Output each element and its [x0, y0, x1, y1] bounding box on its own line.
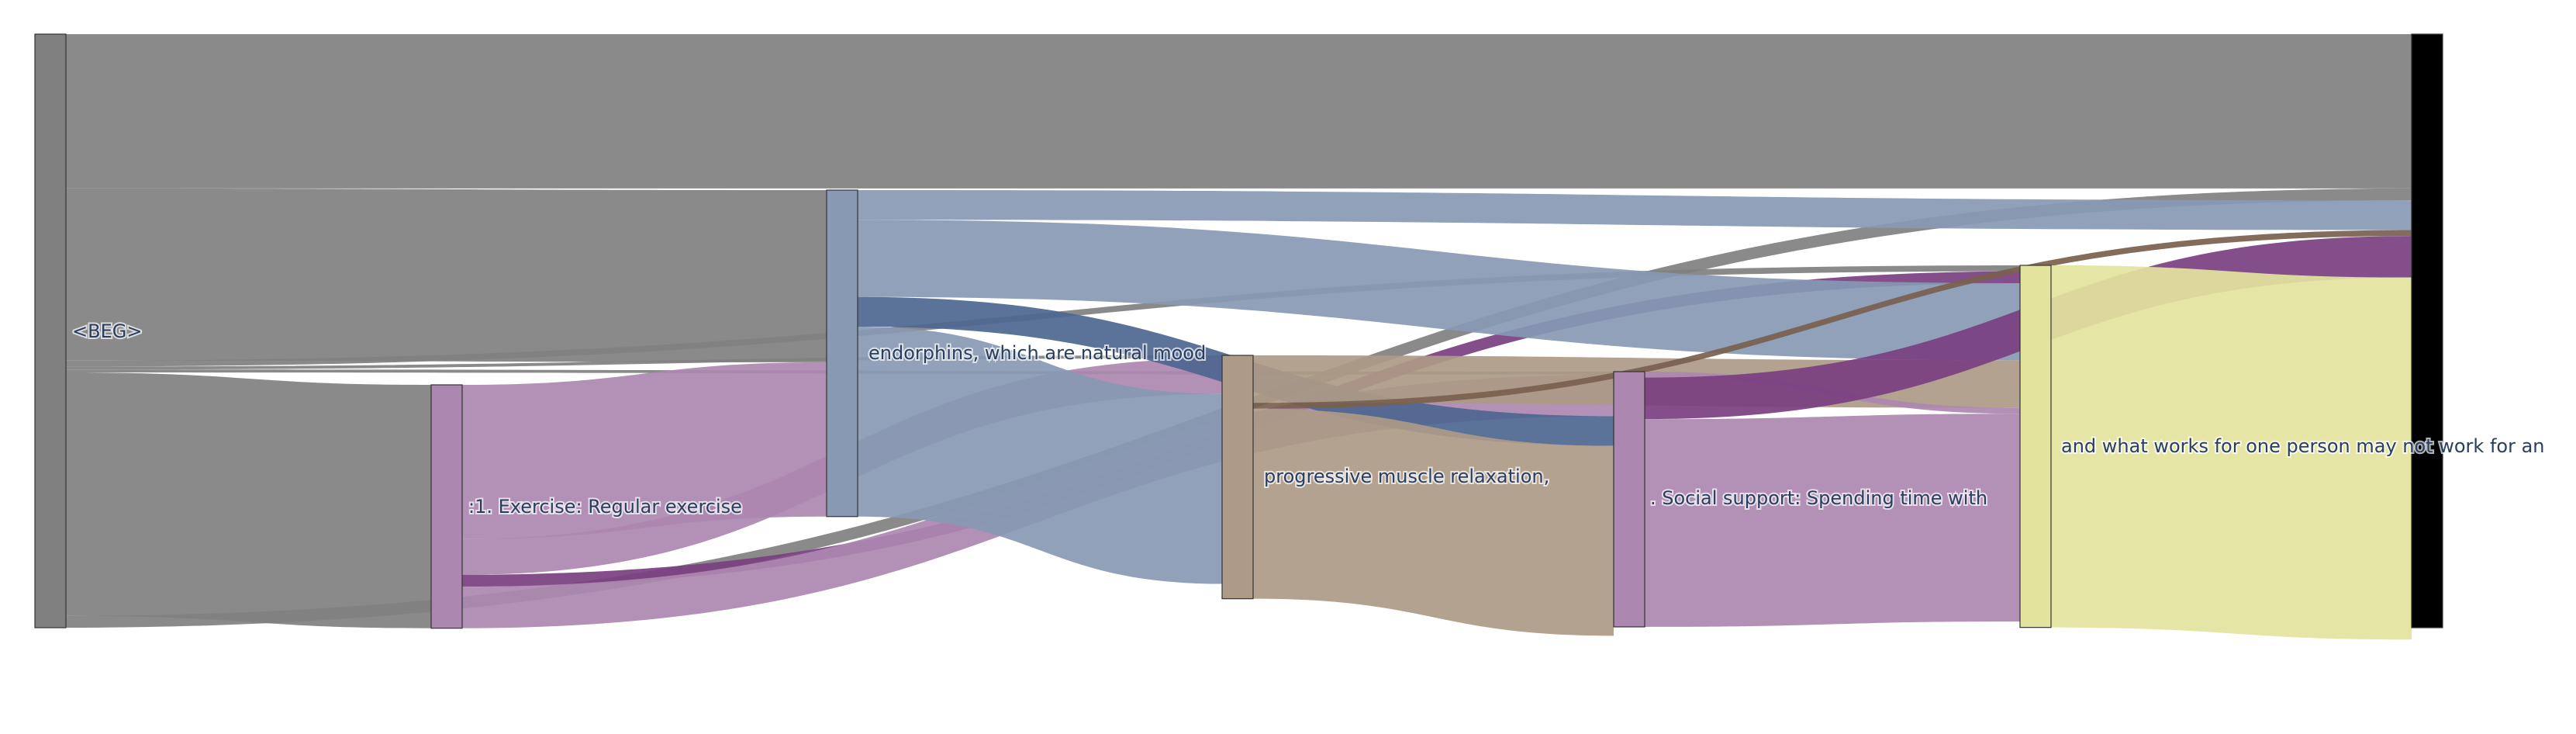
sankey-links: [66, 34, 2412, 640]
node-exercise: [430, 384, 463, 629]
sankey-labels: <BEG> :1. Exercise: Regular exercise endor…: [71, 319, 2547, 519]
link-endorphins-to-works-12: [858, 220, 2020, 361]
link-pmr-to-end-16: [1253, 230, 2412, 409]
link-works-to-end-21: [2051, 265, 2412, 640]
node-end: [2411, 33, 2443, 628]
link-pmr-to-social-17: [1253, 408, 1614, 636]
link-beg-to-endorphins-1: [66, 188, 827, 362]
node-endorphins: [826, 189, 858, 518]
node-beg: [34, 33, 67, 628]
node-label-beg: <BEG>: [72, 320, 142, 342]
node-social: [1613, 371, 1645, 628]
sankey-nodes: [34, 33, 2443, 629]
link-endorphins-to-pmr-14: [858, 326, 1222, 584]
node-label-social: . Social support: Spending time with: [1650, 487, 1987, 509]
link-beg-to-exercise-5: [66, 372, 431, 628]
link-exercise-to-endorphins-7: [462, 362, 827, 539]
node-works: [2019, 265, 2052, 628]
node-label-pmr: progressive muscle relaxation,: [1264, 466, 1549, 487]
link-beg-to-end-0: [66, 34, 2412, 189]
node-label-endorphins: endorphins, which are natural mood: [868, 342, 1206, 364]
node-label-works: and what works for one person may not wo…: [2061, 435, 2545, 457]
node-pmr: [1221, 355, 1254, 600]
link-endorphins-to-end-11: [858, 190, 2412, 230]
node-label-exercise: :1. Exercise: Regular exercise: [468, 496, 742, 518]
link-social-to-works-20: [1645, 414, 2020, 627]
